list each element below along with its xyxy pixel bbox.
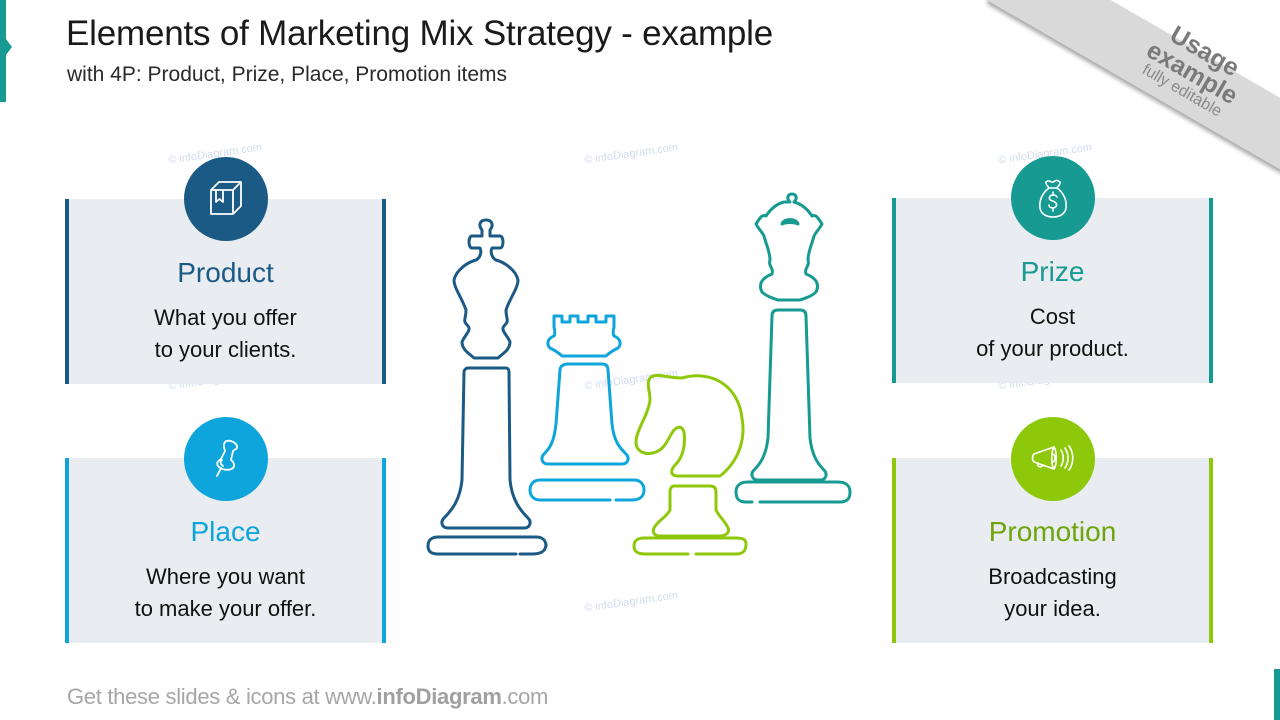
card-border-right [1209, 198, 1213, 383]
card-description-line: What you offer [154, 305, 297, 330]
pushpin-icon [184, 417, 268, 501]
card-title: Prize [1020, 256, 1085, 287]
card-border-left [65, 458, 69, 643]
card-border-right [382, 458, 386, 643]
footer-brand[interactable]: infoDiagram [376, 684, 502, 709]
card-description: Cost of your product. [892, 301, 1213, 365]
card-description-line: to your clients. [154, 337, 297, 362]
card-description: Where you want to make your offer. [65, 561, 386, 625]
card-description-line: of your product. [976, 336, 1129, 361]
card-description: What you offer to your clients. [65, 302, 386, 366]
page-subtitle: with 4P: Product, Prize, Place, Promotio… [67, 63, 508, 86]
card-description-line: Where you want [146, 564, 305, 589]
card-border-right [382, 199, 386, 384]
left-accent-bar [0, 0, 12, 102]
card-border-right [1209, 458, 1213, 643]
card-description-line: your idea. [1004, 596, 1101, 621]
page-title: Elements of Marketing Mix Strategy - exa… [66, 14, 774, 53]
corner-accent-bar [1274, 669, 1280, 720]
knight-piece-icon [632, 373, 748, 556]
money-bag-icon [1011, 156, 1095, 240]
card-description-line: to make your offer. [134, 596, 317, 621]
card-border-left [892, 198, 896, 383]
footer-suffix: .com [501, 684, 549, 709]
chess-pieces-illustration [420, 180, 860, 570]
card-border-left [65, 199, 69, 384]
card-border-left [892, 458, 896, 643]
queen-piece-icon [734, 192, 852, 504]
watermark: © infoDiagram.com [583, 141, 679, 167]
card-title: Place [190, 516, 261, 547]
card-description-line: Cost [1029, 304, 1076, 329]
king-piece-icon [426, 218, 548, 556]
footer-prefix: Get these slides & icons at www. [67, 684, 377, 709]
box-icon [184, 157, 268, 241]
megaphone-icon [1011, 417, 1095, 501]
watermark: © infoDiagram.com [583, 589, 679, 615]
card-title: Product [177, 257, 274, 288]
card-description-line: Broadcasting [988, 564, 1117, 589]
card-description: Broadcasting your idea. [892, 561, 1213, 625]
footer-promo-text: Get these slides & icons at www.infoDiag… [67, 684, 548, 710]
rook-piece-icon [528, 314, 646, 502]
card-title: Promotion [988, 516, 1117, 547]
